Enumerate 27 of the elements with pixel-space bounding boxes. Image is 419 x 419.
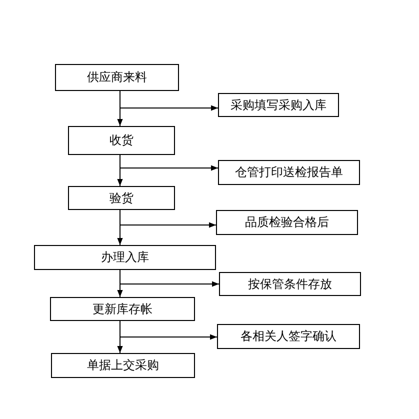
box-label: 供应商来料: [87, 69, 147, 86]
process-box: [51, 353, 195, 378]
box-label: 品质检验合格后: [245, 214, 329, 231]
process-box: [218, 93, 339, 117]
process-box: [68, 126, 175, 155]
box-label: 办理入库: [101, 249, 149, 266]
arrow: [117, 320, 123, 354]
box-label: 收货: [110, 132, 134, 149]
process-box: [216, 210, 358, 235]
box-label: 采购填写采购入库: [230, 96, 326, 114]
box-label: 单据上交采购: [87, 357, 159, 374]
process-box: [50, 297, 195, 321]
arrow: [117, 154, 123, 186]
box-label: 验货: [110, 190, 134, 206]
process-box: [218, 160, 360, 185]
process-box: [68, 186, 175, 210]
box-label: 各相关人签字确认: [240, 328, 336, 345]
process-box: [55, 64, 179, 91]
arrow: [117, 90, 123, 126]
process-box: [34, 245, 216, 270]
arrow: [117, 270, 123, 298]
box-label: 按保管条件存放: [248, 276, 332, 292]
process-box: [217, 324, 360, 349]
box-label: 仓管打印送检报告单: [235, 164, 343, 181]
arrow: [117, 210, 123, 246]
box-label: 更新库存帐: [92, 300, 152, 318]
process-box: [219, 272, 361, 296]
